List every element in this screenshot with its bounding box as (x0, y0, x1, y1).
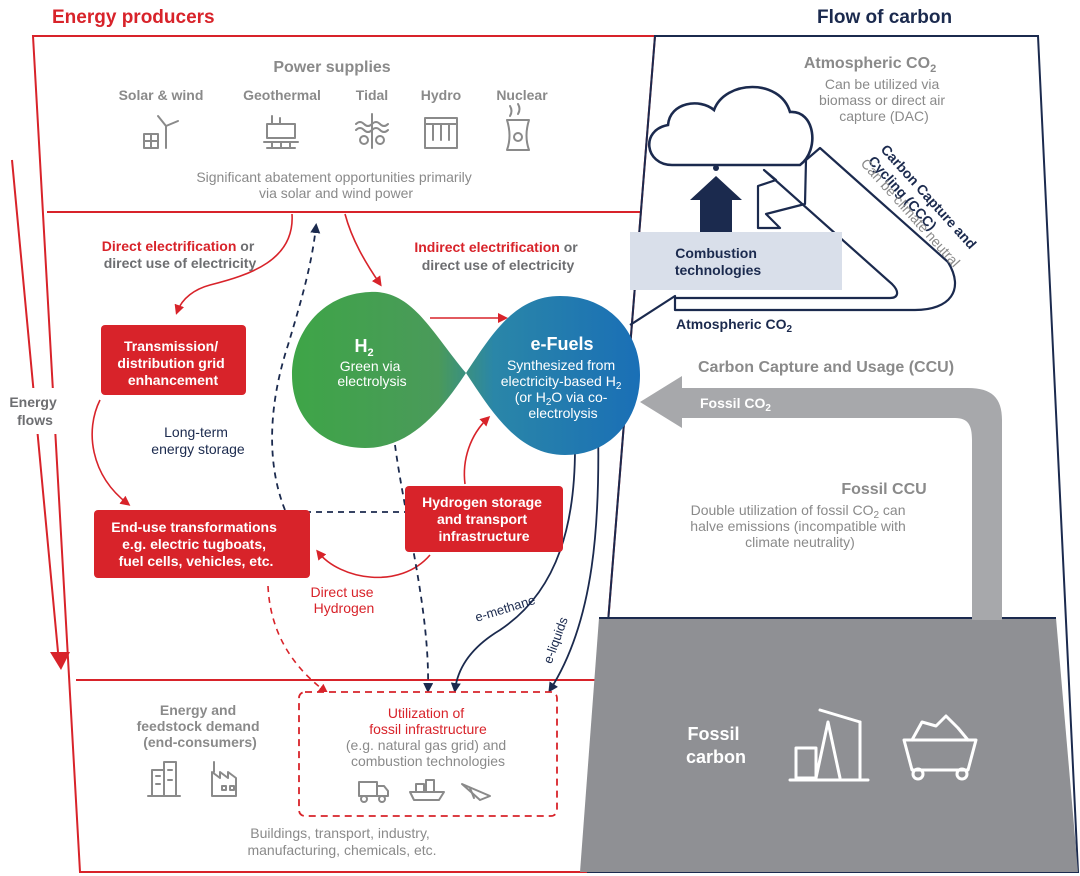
fossil-carbon-block (580, 618, 1078, 872)
factory-icon (211, 761, 237, 797)
ccu-title: Carbon Capture and Usage (CCU) (698, 359, 954, 376)
ccc-loop-arrow (629, 146, 957, 326)
combustion-arrow-up (690, 176, 742, 232)
power-supplies-title: Power supplies (273, 59, 390, 76)
arrow-storage-to-power-dashed (271, 223, 321, 511)
direct-use-hydrogen-label: Direct use Hydrogen (311, 584, 378, 616)
oil-pump-icon (788, 708, 870, 782)
atmospheric-co2-desc: Can be utilized via biomass or direct ai… (819, 76, 949, 124)
arrow-power-to-transmission (174, 213, 293, 315)
source-nuclear: Nuclear (496, 87, 548, 103)
energy-flows-label: Energy flows (9, 394, 60, 428)
h2-title: H2 (354, 336, 373, 359)
long-term-storage-label: Long-term energy storage (151, 424, 245, 457)
arrow-hstorage-to-efuels (463, 415, 491, 485)
utilization-box (298, 691, 558, 817)
end-use-label: End-use transformations e.g. electric tu… (111, 519, 281, 569)
efuels-title: e-Fuels (530, 334, 593, 354)
tidal-icon (355, 113, 389, 149)
source-geothermal: Geothermal (243, 87, 321, 103)
indirect-electrification-label: Indirect electrification or direct use o… (414, 239, 581, 273)
cloud-dot (713, 165, 719, 171)
transmission-label: Transmission/ distribution grid enhancem… (117, 338, 228, 388)
transmission-box (101, 325, 246, 395)
demand-note: Buildings, transport, industry, manufact… (247, 825, 436, 858)
ship-icon (409, 779, 445, 801)
arrow-hstorage-to-enduse (316, 549, 431, 579)
geothermal-icon (263, 115, 299, 149)
demand-title: Energy and feedstock demand (end-consume… (137, 702, 264, 750)
utilization-desc: (e.g. natural gas grid) and combustion t… (346, 737, 510, 769)
nuclear-icon (506, 103, 530, 151)
energy-flows-label-bg (2, 388, 66, 434)
plane-icon (461, 783, 491, 801)
long-term-label-bg (138, 423, 260, 459)
end-use-box (94, 510, 310, 578)
arrow-enduse-to-utilization-dashed (267, 585, 329, 694)
arrow-e-methane (450, 447, 576, 693)
arrow-transmission-to-enduse (91, 399, 131, 506)
coal-cart-icon (902, 714, 978, 781)
hydro-icon (424, 117, 458, 149)
truck-icon (358, 781, 389, 803)
energy-flows-arrowhead (50, 652, 70, 670)
flow-of-carbon-header: Flow of carbon (817, 7, 952, 28)
atmospheric-co2-arrow-label: Atmospheric CO2 (676, 316, 792, 335)
solar-wind-icon (143, 115, 179, 149)
atmospheric-co2-title: Atmospheric CO2 (804, 55, 936, 75)
energy-producers-header: Energy producers (52, 7, 215, 28)
combustion-label: Combustion technologies (675, 245, 762, 278)
hydrogen-storage-box (405, 486, 563, 552)
hydrogen-storage-label: Hydrogen storage and transport infrastru… (422, 494, 546, 544)
fossil-carbon-label: Fossil carbon (686, 724, 746, 767)
fossil-co2-arrow (640, 376, 1002, 620)
source-hydro: Hydro (421, 87, 461, 103)
cloud-icon (648, 85, 814, 167)
source-tidal: Tidal (356, 87, 388, 103)
combustion-band (630, 232, 842, 290)
fossil-ccu-title: Fossil CCU (841, 481, 926, 498)
arrow-h2-to-utilization-dashed (394, 444, 434, 693)
power-note: Significant abatement opportunities prim… (196, 169, 475, 201)
fossil-ccu-desc: Double utilization of fossil CO2 can hal… (690, 502, 909, 550)
e-methane-label: e-methane (473, 592, 537, 625)
fossil-co2-label: Fossil CO2 (700, 395, 771, 414)
utilization-title: Utilization of fossil infrastructure (369, 705, 487, 737)
h2-efuels-shape (292, 291, 640, 455)
efuels-description: Synthesized from electricity-based H2 (o… (501, 357, 626, 421)
source-solar-wind: Solar & wind (119, 87, 204, 103)
arrow-e-liquids (548, 424, 600, 693)
arrow-power-to-h2 (344, 213, 382, 287)
buildings-icon (147, 761, 181, 797)
h2-description: Green via electrolysis (337, 358, 406, 389)
direct-electrification-label: Direct electrification or direct use of … (102, 238, 258, 271)
